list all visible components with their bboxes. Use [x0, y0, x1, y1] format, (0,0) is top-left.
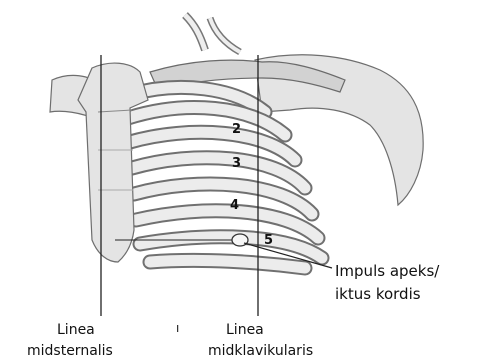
rib-number-5: 5	[264, 233, 273, 248]
rib-cage	[128, 87, 322, 268]
midsternal-label-line-1: Linea	[57, 322, 95, 338]
neck-structure-2	[210, 18, 240, 52]
midclavicular-label-line-1: Linea	[226, 322, 264, 338]
midclavicular-label-line-2: midklavikularis	[208, 343, 313, 359]
tick-mark: ı	[176, 321, 179, 335]
rib-number-2: 2	[232, 122, 241, 137]
midsternal-label-line-2: midsternalis	[27, 343, 113, 359]
rib-number-3: 3	[232, 156, 241, 171]
annotation-line-1: Impuls apeks/	[335, 262, 440, 280]
apex-impulse-marker	[232, 234, 248, 246]
annotation-line-2: iktus kordis	[335, 285, 421, 303]
rib-number-4: 4	[230, 198, 239, 213]
